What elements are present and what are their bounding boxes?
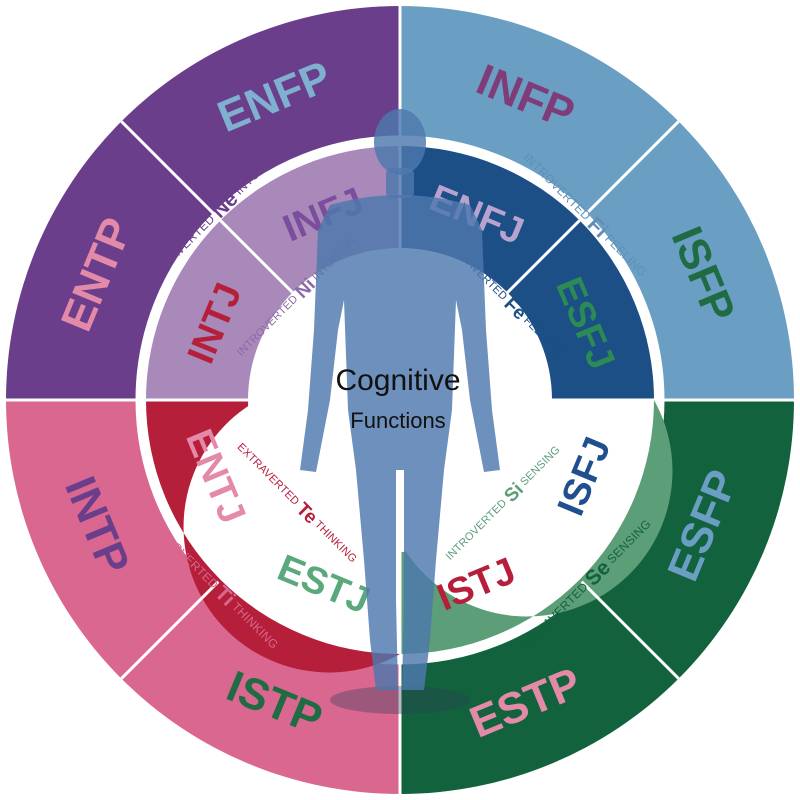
center-title: Cognitive [335, 364, 460, 397]
center-subtitle: Functions [350, 408, 445, 433]
